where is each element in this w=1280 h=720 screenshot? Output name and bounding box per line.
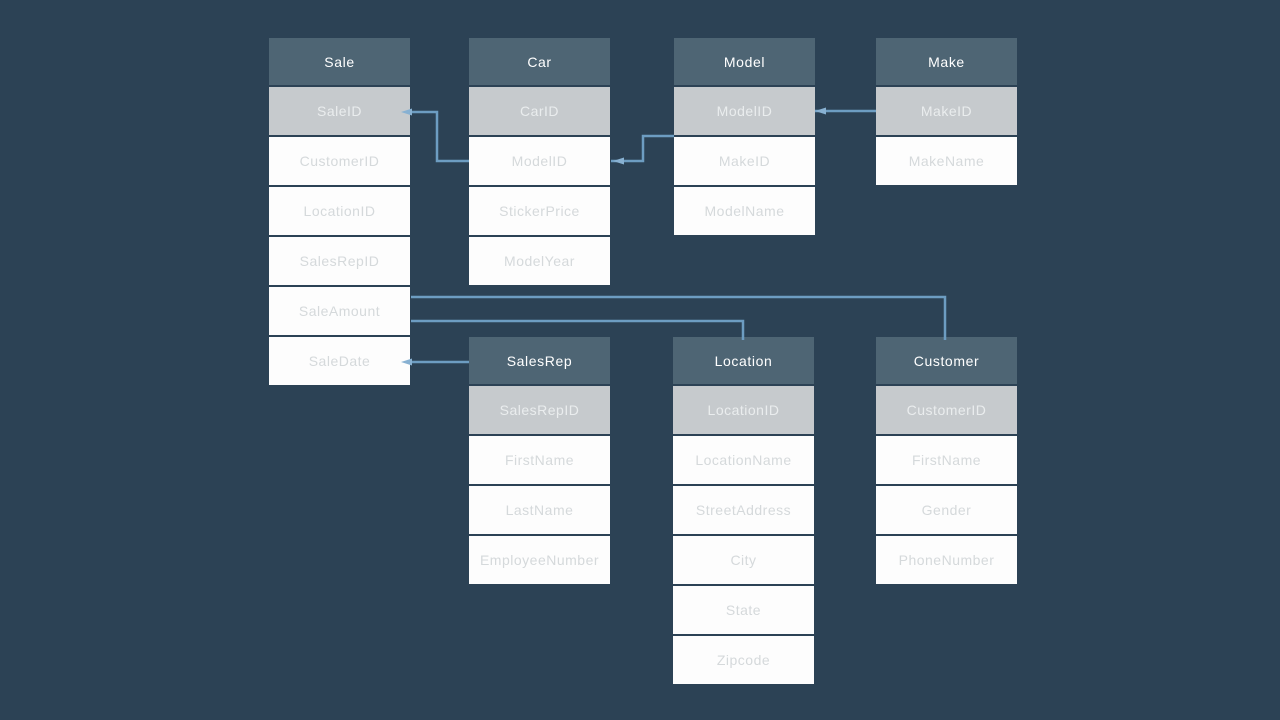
table-customer: Customer CustomerID FirstName Gender Pho… <box>876 337 1017 584</box>
table-location-field: City <box>673 536 814 584</box>
table-car-pk-field: CarID <box>469 87 610 135</box>
table-model-header: Model <box>674 38 815 85</box>
table-customer-pk-field: CustomerID <box>876 386 1017 434</box>
table-model: Model ModelID MakeID ModelName <box>674 38 815 235</box>
table-salesrep-pk-field: SalesRepID <box>469 386 610 434</box>
table-model-field: MakeID <box>674 137 815 185</box>
table-make-pk-field: MakeID <box>876 87 1017 135</box>
table-car-header: Car <box>469 38 610 85</box>
table-salesrep-field: FirstName <box>469 436 610 484</box>
table-location-field: StreetAddress <box>673 486 814 534</box>
table-salesrep-field: LastName <box>469 486 610 534</box>
table-sale: Sale SaleID CustomerID LocationID SalesR… <box>269 38 410 385</box>
table-customer-field: PhoneNumber <box>876 536 1017 584</box>
connector-sale-customer <box>411 295 947 340</box>
table-model-field: ModelName <box>674 187 815 235</box>
table-car-field: ModelID <box>469 137 610 185</box>
table-make-header: Make <box>876 38 1017 85</box>
table-location-field: Zipcode <box>673 636 814 684</box>
table-location-header: Location <box>673 337 814 384</box>
table-location-field: LocationName <box>673 436 814 484</box>
table-sale-field: SaleDate <box>269 337 410 385</box>
table-car-field: StickerPrice <box>469 187 610 235</box>
connector-car-model <box>611 134 674 163</box>
table-salesrep: SalesRep SalesRepID FirstName LastName E… <box>469 337 610 584</box>
table-sale-header: Sale <box>269 38 410 85</box>
table-model-pk-field: ModelID <box>674 87 815 135</box>
table-car-field: ModelYear <box>469 237 610 285</box>
table-customer-header: Customer <box>876 337 1017 384</box>
table-location-pk-field: LocationID <box>673 386 814 434</box>
table-sale-field: SaleAmount <box>269 287 410 335</box>
table-location: Location LocationID LocationName StreetA… <box>673 337 814 684</box>
table-sale-field: CustomerID <box>269 137 410 185</box>
table-make-field: MakeName <box>876 137 1017 185</box>
table-sale-field: LocationID <box>269 187 410 235</box>
connector-sale-car <box>411 110 469 163</box>
table-car: Car CarID ModelID StickerPrice ModelYear <box>469 38 610 285</box>
table-sale-pk-field: SaleID <box>269 87 410 135</box>
table-salesrep-header: SalesRep <box>469 337 610 384</box>
connector-tail-modelid-car <box>613 157 624 165</box>
table-customer-field: FirstName <box>876 436 1017 484</box>
table-make: Make MakeID MakeName <box>876 38 1017 185</box>
table-sale-field: SalesRepID <box>269 237 410 285</box>
table-salesrep-field: EmployeeNumber <box>469 536 610 584</box>
connector-tail-modelid-model <box>815 107 826 115</box>
table-location-field: State <box>673 586 814 634</box>
table-customer-field: Gender <box>876 486 1017 534</box>
